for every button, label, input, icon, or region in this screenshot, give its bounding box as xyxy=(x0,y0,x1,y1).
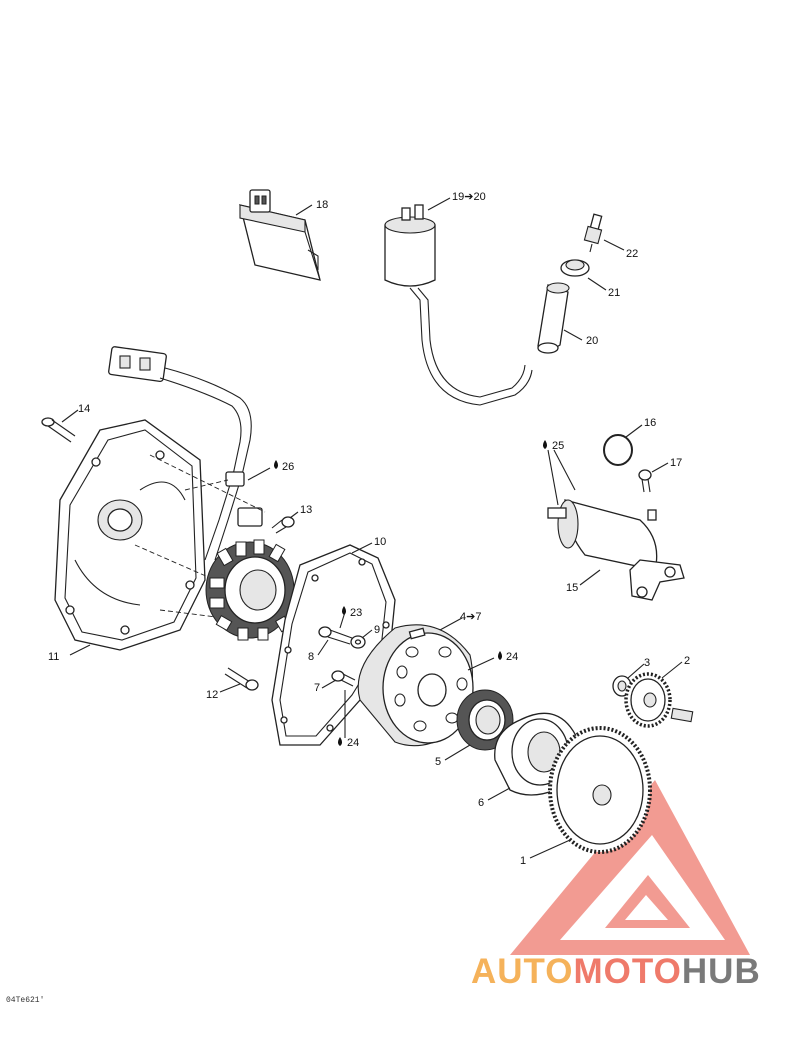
watermark-moto: MOTO xyxy=(573,952,682,991)
watermark-brand: AUTOMOTOHUB xyxy=(471,952,761,992)
callout-12: 12 xyxy=(206,689,218,701)
starter-motor-15 xyxy=(547,499,685,601)
rotor-flywheel-4 xyxy=(357,624,474,747)
washer-9 xyxy=(350,635,366,649)
callout-3: 3 xyxy=(644,657,650,669)
callout-25: 25 xyxy=(552,440,564,452)
callout-1: 1 xyxy=(520,855,526,867)
callout-10: 10 xyxy=(374,536,386,548)
wiring-harness xyxy=(108,346,263,561)
bolt-12 xyxy=(224,667,259,691)
callout-22: 22 xyxy=(626,248,638,260)
callout-18: 18 xyxy=(316,199,328,211)
bushing-3 xyxy=(612,675,632,697)
stator-cover-11 xyxy=(54,419,206,651)
callout-7: 7 xyxy=(314,682,320,694)
callout-17: 17 xyxy=(670,457,682,469)
callout-16: 16 xyxy=(644,417,656,429)
callout-14: 14 xyxy=(78,403,90,415)
callout-24-rotor: 24 xyxy=(506,651,518,663)
bolt-14 xyxy=(41,417,76,443)
watermark-triangle-icon xyxy=(510,780,750,955)
callout-6: 6 xyxy=(478,797,484,809)
callout-15: 15 xyxy=(566,582,578,594)
callout-5: 5 xyxy=(435,756,441,768)
callout-23: 23 xyxy=(350,607,362,619)
callout-13: 13 xyxy=(300,504,312,516)
bolt-8 xyxy=(318,626,353,645)
screw-17 xyxy=(638,469,652,493)
watermark-hub: HUB xyxy=(681,952,761,991)
seal-21 xyxy=(560,259,590,277)
callout-9: 9 xyxy=(374,624,380,636)
callout-2: 2 xyxy=(684,655,690,667)
screw-13 xyxy=(271,516,295,534)
stator xyxy=(205,539,295,641)
ignition-module-18 xyxy=(239,189,321,281)
callout-4: 4➔7 xyxy=(460,611,481,623)
bearing-5 xyxy=(456,689,514,751)
callout-8: 8 xyxy=(308,651,314,663)
spark-plug-cap-20 xyxy=(537,282,570,354)
ignition-coil-19 xyxy=(384,204,533,406)
bolt-7 xyxy=(331,670,356,687)
oil-drop-icon xyxy=(274,440,547,746)
callout-20: 20 xyxy=(586,335,598,347)
callout-labels: 18 19➔20 22 21 20 14 16 25 17 26 13 10 1… xyxy=(48,191,690,867)
callout-11: 11 xyxy=(48,651,59,663)
watermark-auto: AUTO xyxy=(471,952,574,991)
callout-26: 26 xyxy=(282,461,294,473)
leader-lines xyxy=(61,197,683,859)
callout-21: 21 xyxy=(608,287,620,299)
ring-gear-1 xyxy=(548,726,652,854)
callout-19: 19➔20 xyxy=(452,191,486,203)
reference-code: 04Te621′ xyxy=(6,996,45,1005)
callout-24-bolt: 24 xyxy=(347,737,359,749)
idler-gear-2 xyxy=(624,672,694,728)
o-ring-16 xyxy=(603,434,633,466)
spark-plug-22 xyxy=(583,213,603,253)
